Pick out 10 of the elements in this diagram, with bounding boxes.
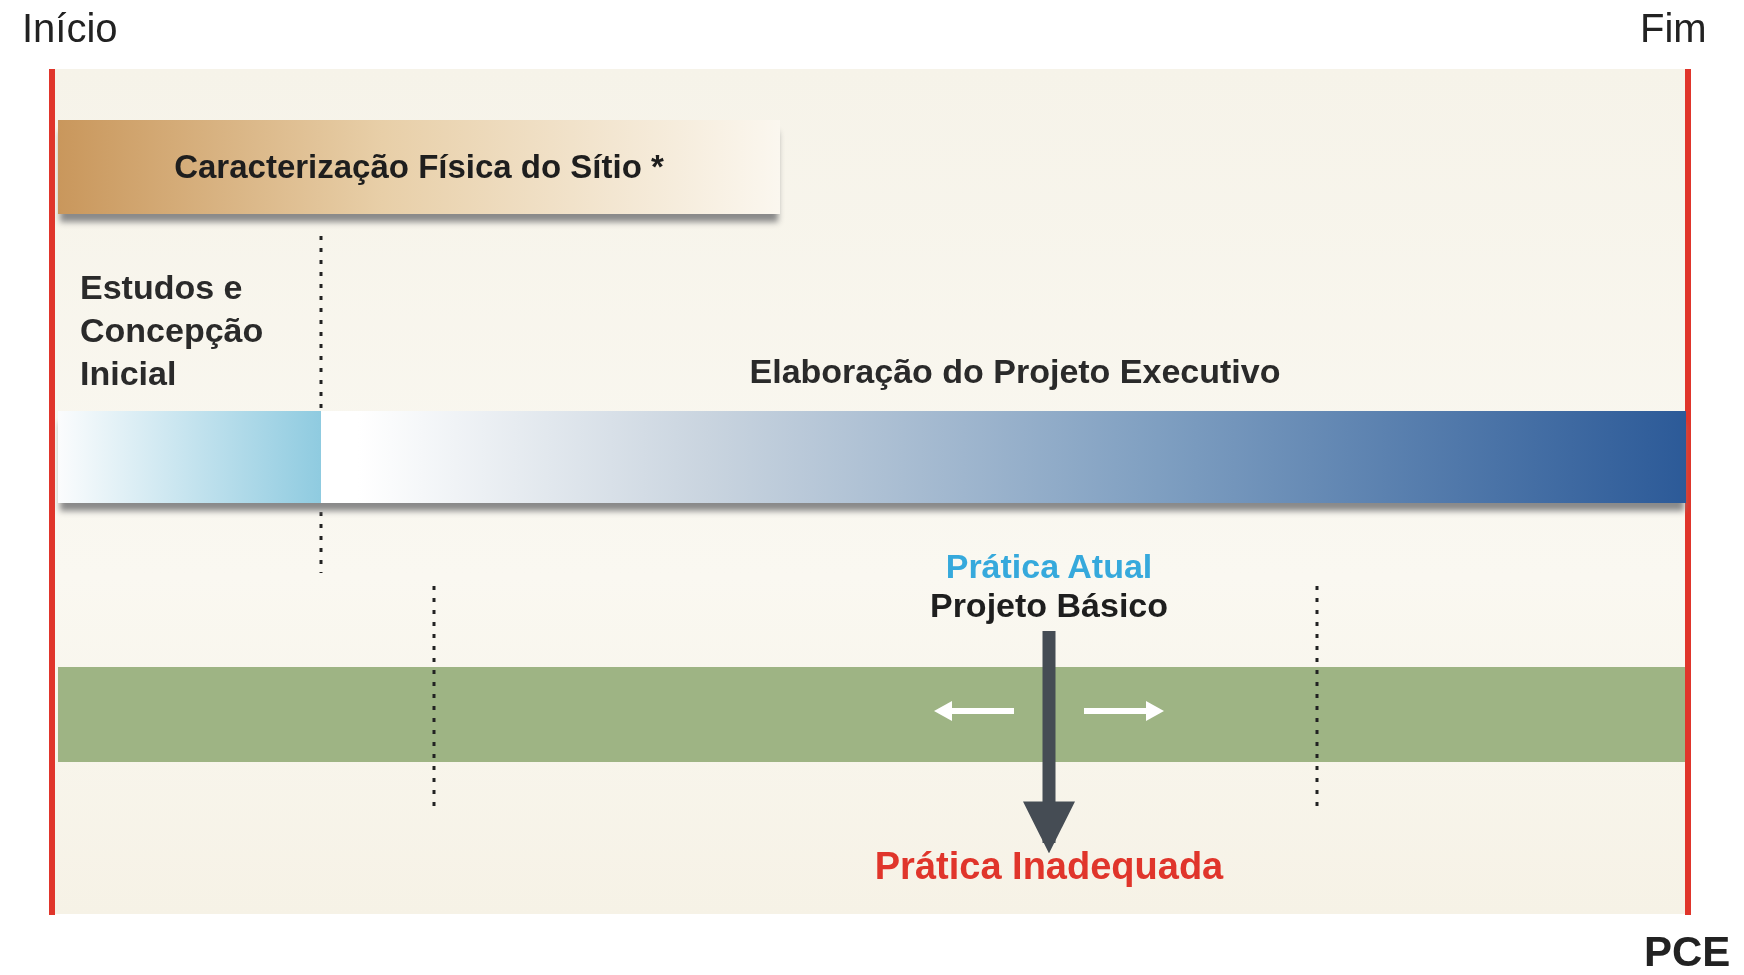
- arrow: [1023, 631, 1075, 854]
- practice-heading: Prática Atual: [944, 547, 1154, 586]
- milestone-label: PCE: [1644, 928, 1731, 975]
- phase-bar: Caracterização Física do Sítio *: [58, 120, 780, 214]
- phase-label: Estudos e Concepção Inicial: [80, 266, 310, 395]
- start-label: Início: [22, 6, 118, 51]
- warning-label: Prática Inadequada: [799, 845, 1299, 888]
- bar-heading: Elaboração do Projeto Executivo: [748, 352, 1282, 391]
- practice-label: Projeto Básico: [928, 586, 1170, 625]
- end-label: Fim: [1640, 6, 1707, 51]
